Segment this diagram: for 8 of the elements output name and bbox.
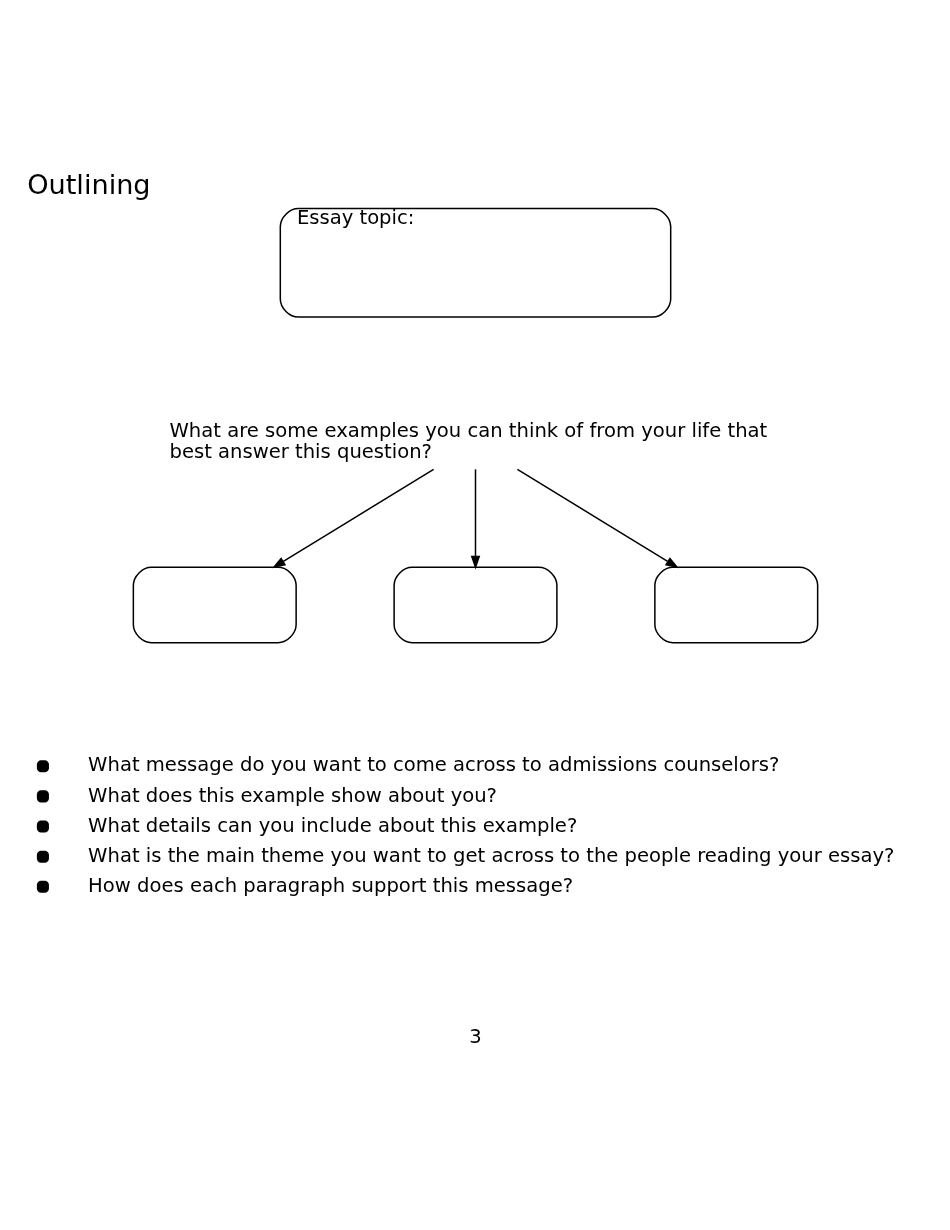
label: What details can you include about this example?: [87, 813, 577, 837]
node-text: What are some examples you can think of from your life that best answer this question?: [169, 418, 767, 463]
label: How does each paragraph support this message?: [87, 873, 573, 897]
label: What does this example show about you?: [87, 783, 497, 806]
label: What message do you want to come across to admissions counselors?: [87, 752, 779, 776]
label: 3: [468, 1024, 482, 1048]
diagram-title: Outlining: [26, 168, 151, 200]
label: What is the main theme you want to get across to the people reading your essay?: [87, 843, 894, 867]
